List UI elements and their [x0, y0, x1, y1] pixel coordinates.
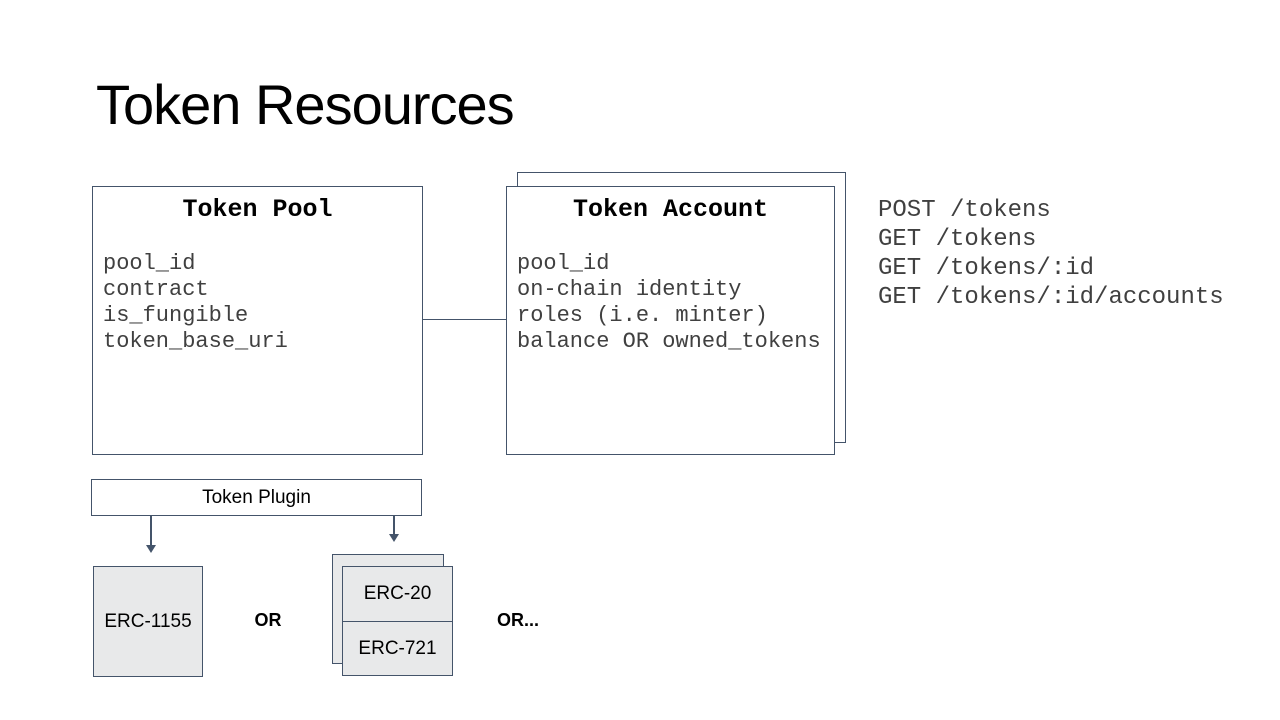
token-account-fields: pool_id on-chain identity roles (i.e. mi… [517, 251, 828, 355]
api-endpoint: GET /tokens [878, 226, 1037, 253]
token-pool-title: Token Pool [182, 195, 333, 224]
erc20-label: ERC-20 [363, 583, 432, 604]
api-endpoints-list: POST /tokens GET /tokens GET /tokens/:id… [878, 196, 1224, 312]
api-endpoint: GET /tokens/:id/accounts [878, 284, 1224, 311]
token-pool-fields: pool_id contract is_fungible token_base_… [103, 251, 416, 355]
field-line: contract [103, 277, 209, 302]
api-endpoint: GET /tokens/:id [878, 255, 1095, 282]
token-plugin-box: Token Plugin [91, 479, 422, 516]
field-line: pool_id [517, 251, 610, 276]
arrow-to-erc1155 [150, 516, 152, 545]
erc20-erc721-box: ERC-20 ERC-721 [342, 566, 453, 676]
erc1155-label: ERC-1155 [104, 610, 192, 632]
token-plugin-label: Token Plugin [202, 486, 311, 508]
erc721-cell: ERC-721 [343, 621, 452, 675]
or-separator-text: OR [254, 610, 282, 630]
erc20-cell: ERC-20 [343, 567, 452, 621]
field-line: roles (i.e. minter) [517, 303, 768, 328]
erc721-label: ERC-721 [358, 637, 437, 659]
field-line: on-chain identity [517, 277, 742, 302]
api-endpoint: POST /tokens [878, 197, 1051, 224]
token-pool-box: Token Pool pool_id contract is_fungible … [92, 186, 423, 455]
arrow-to-erc1155-head-icon [146, 545, 156, 553]
erc1155-box: ERC-1155 [93, 566, 203, 677]
pool-account-connector-line [423, 319, 506, 320]
field-line: balance OR owned_tokens [517, 329, 821, 354]
field-line: is_fungible [103, 303, 249, 328]
token-account-title: Token Account [572, 195, 769, 224]
arrow-to-erc20-721 [393, 516, 395, 534]
page-title: Token Resources [96, 73, 515, 136]
token-account-box: Token Account pool_id on-chain identity … [506, 186, 835, 455]
field-line: pool_id [103, 251, 196, 276]
arrow-to-erc20-721-head-icon [389, 534, 399, 542]
or-more-text: OR... [496, 610, 539, 630]
field-line: token_base_uri [103, 329, 288, 354]
